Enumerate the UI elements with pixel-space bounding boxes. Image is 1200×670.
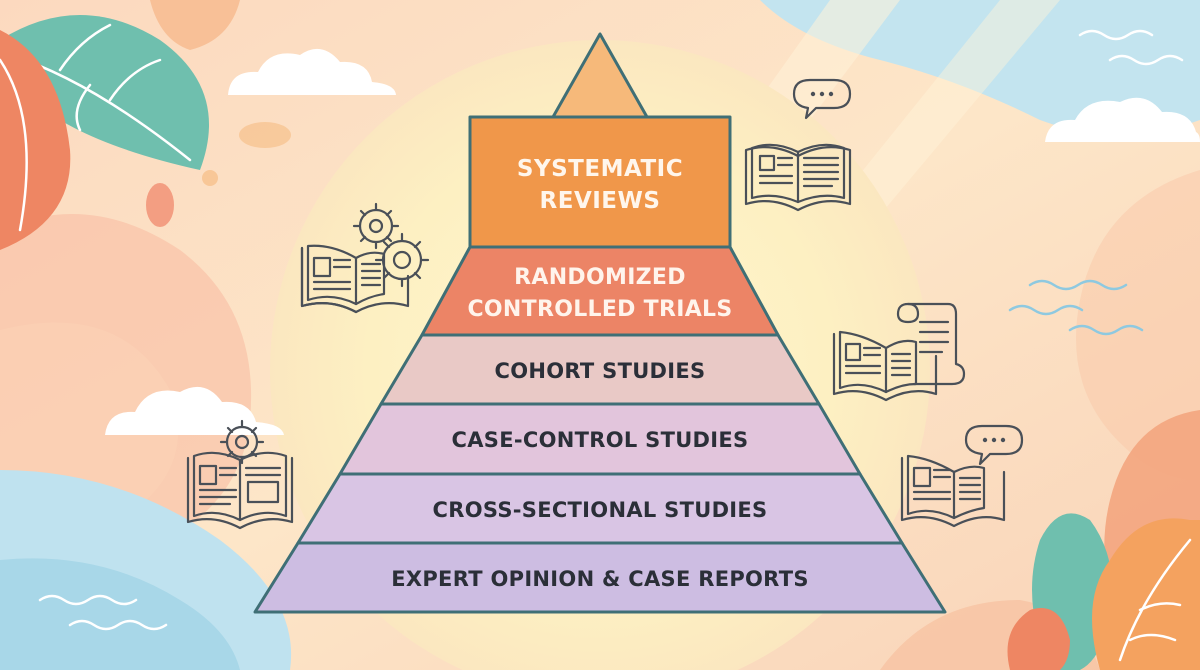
waves-right [1008, 279, 1144, 336]
tier-label-cross-sectional-studies: CROSS-SECTIONAL STUDIES [433, 498, 768, 522]
leaf-bottom-right-orange [1092, 518, 1200, 670]
cloud-top-left [228, 48, 396, 95]
tier-label-rct-line-1: RANDOMIZED [514, 265, 686, 290]
leaf-top-left-coral [0, 30, 71, 250]
tier-systematic-reviews [468, 115, 732, 249]
tier-label-cohort-studies: COHORT STUDIES [495, 359, 706, 383]
cloud-left-middle [105, 386, 284, 435]
tier-label-systematic-reviews-line-2: REVIEWS [540, 188, 661, 214]
tier-label-expert-opinion-case-reports: EXPERT OPINION & CASE REPORTS [391, 567, 809, 591]
tier-label-systematic-reviews-line-1: SYSTEMATIC [517, 156, 683, 182]
tier-label-case-control-studies: CASE-CONTROL STUDIES [452, 428, 749, 452]
book-gear-icon [186, 419, 294, 530]
leaf-top-left-peach [150, 0, 240, 50]
book-gears-icon [300, 202, 430, 314]
tier-expert-opinion-case-reports [253, 541, 947, 614]
book-speech-bubble-icon-2 [900, 424, 1024, 528]
waves-bottom-left [38, 594, 168, 631]
book-scroll-icon [832, 302, 966, 402]
evidence-pyramid: SYSTEMATIC REVIEWS RANDOMIZED CONTROLLED… [253, 32, 947, 614]
book-speech-bubble-icon [744, 78, 852, 212]
cloud-top-right [1045, 97, 1200, 142]
leaf-bottom-right-coral [1007, 608, 1070, 670]
tier-label-rct-line-2: CONTROLLED TRIALS [467, 297, 732, 322]
waves-top-right [1078, 29, 1184, 66]
